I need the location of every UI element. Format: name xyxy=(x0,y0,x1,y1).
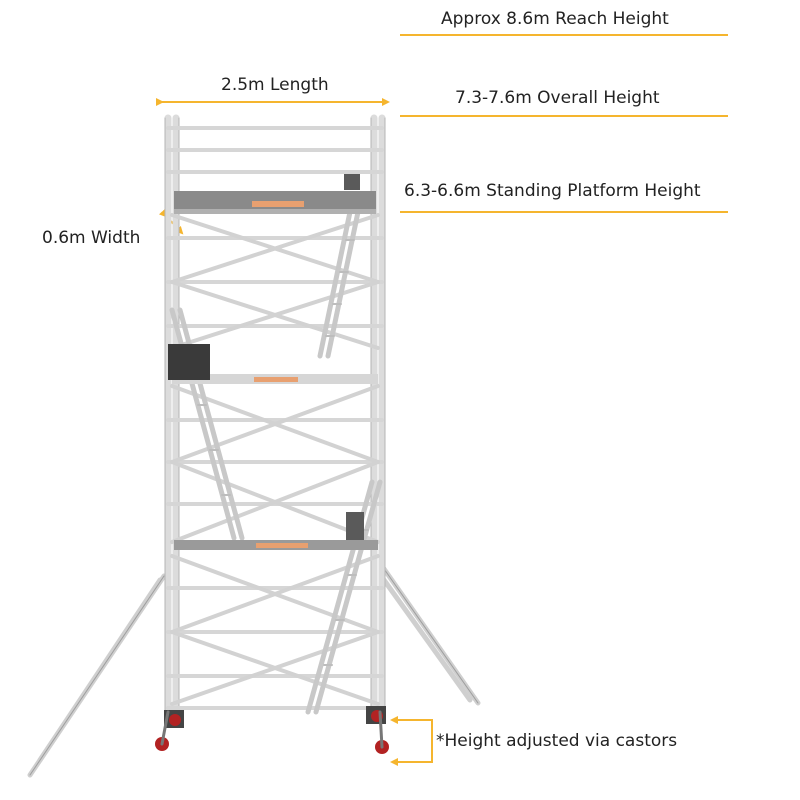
length-label: 2.5m Length xyxy=(221,75,329,95)
dimension-lines xyxy=(156,34,728,766)
castors xyxy=(155,706,389,754)
platform-low xyxy=(174,512,378,550)
outriggers xyxy=(27,563,481,778)
castor-bracket xyxy=(396,719,433,763)
castor-note-label: *Height adjusted via castors xyxy=(436,731,678,751)
width-label: 0.6m Width xyxy=(42,228,141,248)
ladders xyxy=(169,209,383,715)
reach-height-label: Approx 8.6m Reach Height xyxy=(441,9,669,29)
platform-height-label: 6.3-6.6m Standing Platform Height xyxy=(404,181,701,201)
overall-height-label: 7.3-7.6m Overall Height xyxy=(455,88,660,108)
platform-top xyxy=(174,174,376,214)
platform-middle xyxy=(168,344,378,384)
scaffold-tower xyxy=(27,114,481,778)
